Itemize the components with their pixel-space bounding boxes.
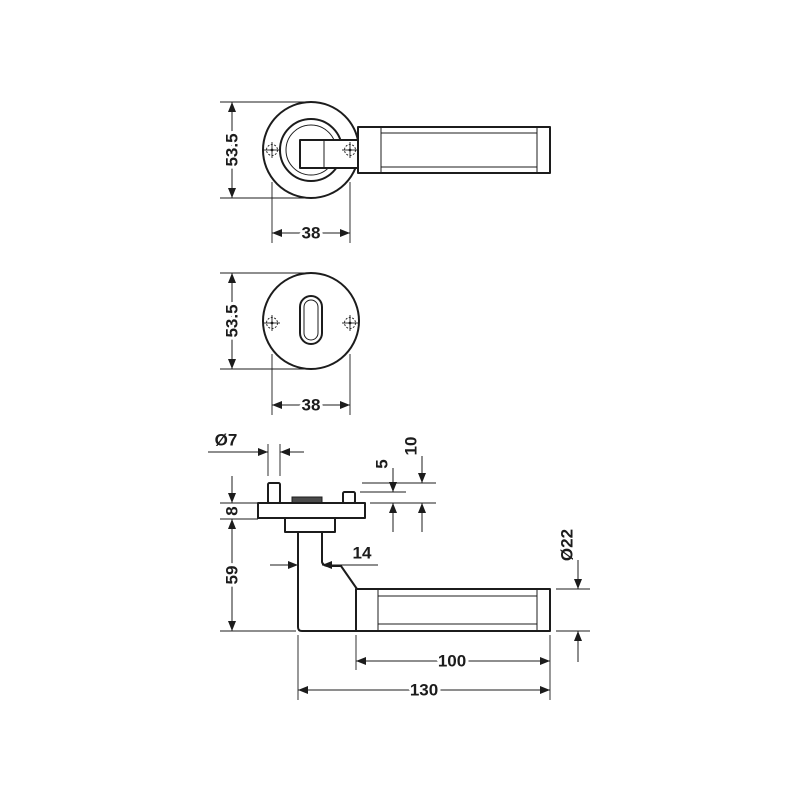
short-fixing-pin	[342, 491, 356, 504]
screw-spacing-label: 38	[302, 396, 321, 415]
lever-length-label: 100	[438, 652, 466, 671]
rose-collar	[284, 517, 336, 533]
lever-body	[357, 126, 551, 174]
lever-diameter-label: Ø22	[558, 529, 577, 561]
long-pin-height-label: 10	[402, 437, 421, 456]
rose-thickness-label: 8	[223, 506, 242, 515]
screw-spacing-label: 38	[302, 224, 321, 243]
keyhole-slot	[299, 295, 323, 345]
long-fixing-pin	[267, 482, 281, 504]
keyhole-slot-inner	[303, 299, 319, 341]
keyhole-front-view: 53.5 38	[220, 272, 360, 418]
side-view: Ø7 10 5 8 59 14 Ø22 100	[208, 428, 590, 703]
rose-plate	[257, 502, 366, 519]
height-label: 59	[223, 566, 242, 585]
handle-front-view: 53.5 38	[220, 101, 551, 246]
lever-body	[355, 588, 551, 632]
neck-width-label: 14	[353, 544, 372, 563]
lever-neck	[297, 531, 358, 632]
escutcheon-diameter-label: 53.5	[223, 304, 242, 337]
pin-diameter-label: Ø7	[215, 431, 238, 450]
rose-diameter-label: 53.5	[223, 133, 242, 166]
short-pin-height-label: 5	[373, 459, 392, 468]
total-projection-label: 130	[410, 681, 438, 700]
